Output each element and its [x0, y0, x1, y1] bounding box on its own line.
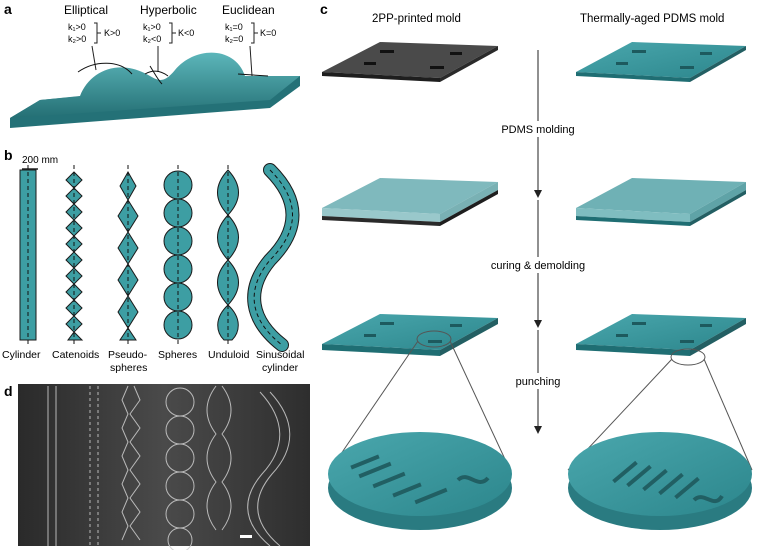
mold-2pp [322, 42, 498, 82]
mold-pdms [576, 42, 746, 82]
punched-disc-pdms [568, 432, 752, 530]
mold-2pp-molding [322, 178, 498, 226]
region-title: Hyperbolic [140, 3, 197, 17]
region-euclidean: Euclidean k₁=0 k₂=0 K=0 [222, 3, 276, 77]
region-title: Elliptical [64, 3, 108, 17]
mold-pdms-molding [576, 178, 746, 226]
label-spheres: Spheres [158, 349, 197, 361]
sem-structures [47, 385, 291, 550]
pointer-line [249, 45, 253, 77]
region-hyperbolic: Hyperbolic k₁>0 k₂<0 K<0 [140, 3, 197, 72]
panel-a: a Elliptical k₁>0 k₂>0 K>0 Hyperbolic k₁… [4, 1, 300, 128]
k2-label: k₂<0 [143, 34, 161, 44]
demolded-pdms [576, 314, 746, 366]
k1-label: k₁=0 [225, 22, 243, 32]
label-catenoids: Catenoids [52, 349, 99, 361]
panel-c: c 2PP-printed mold Thermally-aged PDMS m… [320, 1, 753, 530]
label-cylinder-cont: cylinder [262, 362, 299, 374]
brace [94, 22, 101, 44]
unduloid-shape [217, 165, 239, 345]
panel-b: b 200 mm [2, 147, 304, 374]
label-spheres-cont: spheres [110, 362, 147, 374]
region-elliptical: Elliptical k₁>0 k₂>0 K>0 [64, 3, 120, 71]
label-pseudo: Pseudo- [108, 349, 148, 361]
step-curing-demolding: curing & demolding [491, 260, 585, 272]
panel-c-letter: c [320, 1, 328, 17]
cylinder-shape [19, 165, 37, 345]
surface-top [10, 52, 300, 118]
curvature-arc [149, 65, 163, 85]
k1-label: k₁>0 [143, 22, 161, 32]
sem-image [18, 384, 310, 546]
pseudospheres-shape [117, 165, 139, 345]
label-unduloid: Unduloid [208, 349, 250, 361]
panel-d-letter: d [4, 383, 13, 399]
step-punching: punching [516, 376, 561, 388]
region-title: Euclidean [222, 3, 275, 17]
K-label: K>0 [104, 28, 120, 38]
step-label-bg [500, 373, 576, 389]
curved-surface [10, 52, 300, 128]
curvature-arc [144, 70, 169, 77]
step-label-bg [486, 121, 590, 137]
step-pdms-molding: PDMS molding [501, 124, 574, 136]
brace [251, 22, 258, 44]
punched-disc-2pp [328, 432, 512, 530]
label-sinusoidal: Sinusoidal [256, 349, 304, 361]
label-cylinder: Cylinder [2, 349, 41, 361]
demolded-2pp [322, 314, 498, 356]
curvature-line [237, 73, 269, 77]
K-label: K<0 [178, 28, 194, 38]
panel-a-letter: a [4, 1, 12, 17]
k2-label: k₂>0 [68, 34, 86, 44]
catenoids-shape [65, 165, 84, 345]
K-label: K=0 [260, 28, 276, 38]
k2-label: k₂=0 [225, 34, 243, 44]
brace [169, 22, 176, 44]
spheres-shape [163, 165, 193, 345]
k1-label: k₁>0 [68, 22, 86, 32]
col1-title: 2PP-printed mold [372, 13, 461, 25]
col2-title: Thermally-aged PDMS mold [580, 13, 724, 25]
panel-d: d [4, 383, 310, 550]
panel-b-letter: b [4, 147, 13, 163]
sinusoidal-cylinder-shape [247, 163, 300, 352]
curvature-arc [77, 62, 133, 75]
sem-scale-bar [240, 535, 252, 538]
pointer-line [91, 45, 97, 71]
step-label-bg [476, 257, 600, 273]
scale-label: 200 mm [22, 155, 58, 166]
